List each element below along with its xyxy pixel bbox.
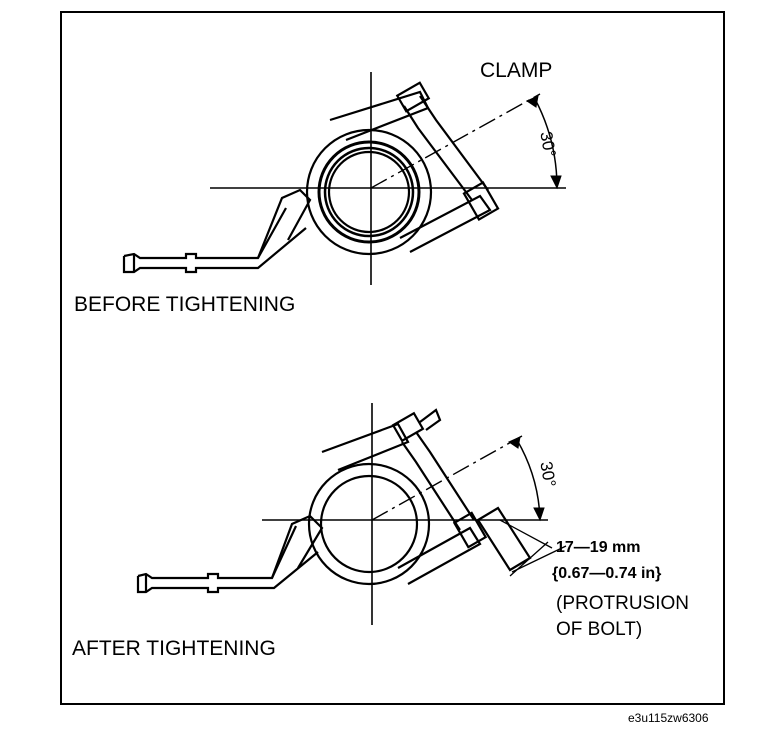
- protrusion-label-line1: (PROTRUSION: [556, 593, 689, 614]
- frame: [60, 11, 725, 705]
- protrusion-label-line2: OF BOLT): [556, 619, 643, 640]
- clamp-label: CLAMP: [480, 59, 553, 82]
- angle-label-top: 30°: [536, 130, 560, 159]
- figure-id-label: e3u115zw6306: [628, 711, 709, 725]
- before-tightening-label: BEFORE TIGHTENING: [74, 293, 296, 316]
- after-assembly: [136, 403, 567, 625]
- dimension-in-label: {0.67—0.74 in}: [552, 565, 662, 582]
- after-tightening-label: AFTER TIGHTENING: [72, 637, 276, 660]
- before-assembly: [122, 72, 566, 285]
- dimension-mm-label: 17—19 mm: [556, 539, 641, 556]
- angle-label-bottom: 30°: [536, 460, 560, 489]
